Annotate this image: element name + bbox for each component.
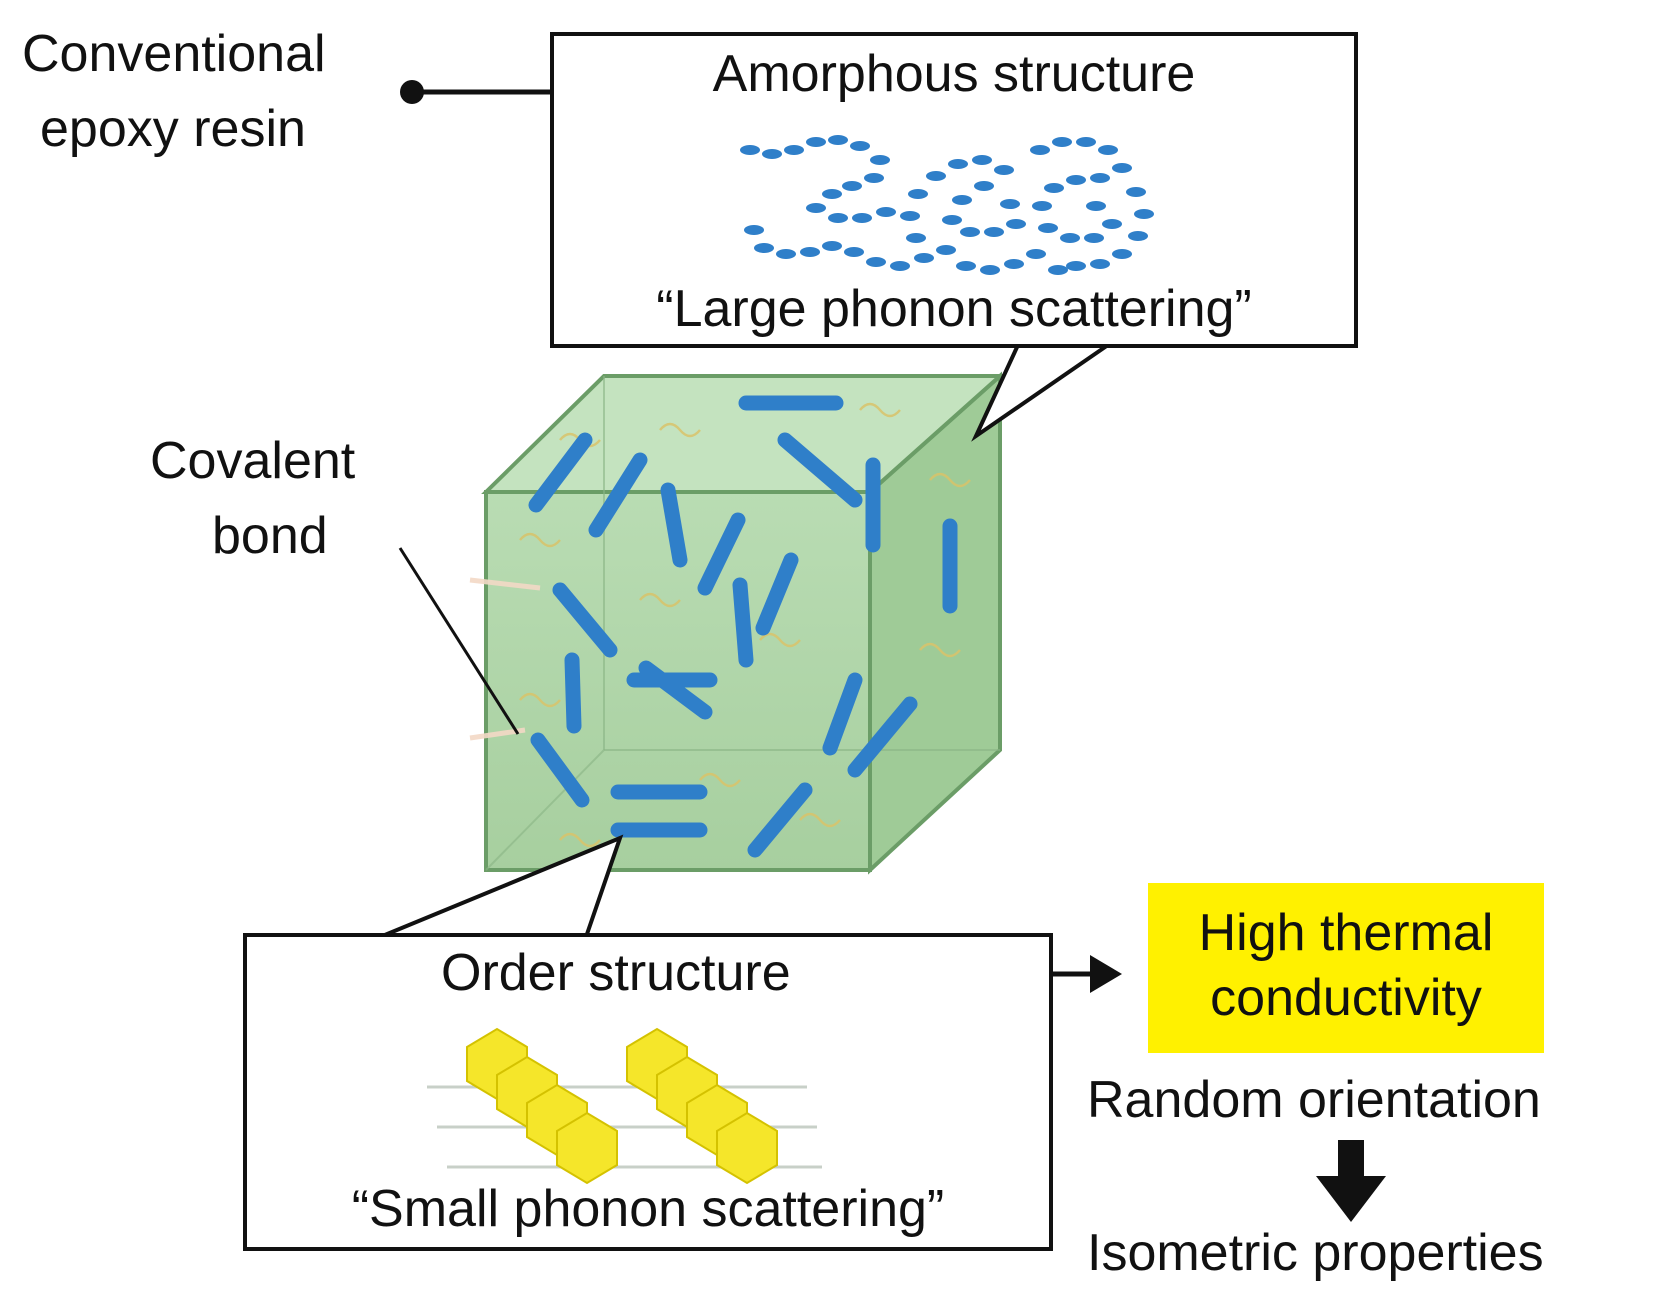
hexagon-stack-icon xyxy=(427,1027,822,1185)
high-thermal-label-line2: conductivity xyxy=(1210,969,1482,1027)
down-arrow-icon xyxy=(1316,1140,1386,1222)
random-orientation-label: Random orientation xyxy=(1087,1071,1541,1129)
conventional-epoxy-label-line1: Conventional xyxy=(22,25,326,83)
amorphous-title: Amorphous structure xyxy=(712,45,1196,103)
amorphous-chain-icon xyxy=(740,135,1154,275)
crystal-cube-icon xyxy=(469,371,1006,875)
high-thermal-conductivity-highlight: High thermal conductivity xyxy=(1148,883,1544,1053)
amorphous-callout-pointer xyxy=(971,343,1110,442)
high-thermal-label-line1: High thermal xyxy=(1198,904,1494,962)
order-title: Order structure xyxy=(441,944,791,1002)
covalent-bond-label-line2: bond xyxy=(212,507,328,565)
covalent-bond-leader-line xyxy=(398,547,520,735)
order-caption: “Small phonon scattering” xyxy=(351,1180,945,1238)
order-structure-box: Order structure “Small phonon scattering… xyxy=(243,933,1053,1251)
amorphous-structure-box: Amorphous structure xyxy=(550,32,1358,348)
order-callout-pointer xyxy=(379,834,624,939)
conventional-epoxy-label-line2: epoxy resin xyxy=(40,100,306,158)
amorphous-caption: “Large phonon scattering” xyxy=(656,280,1252,338)
isometric-properties-label: Isometric properties xyxy=(1087,1224,1544,1282)
covalent-bond-label-line1: Covalent xyxy=(150,432,356,490)
